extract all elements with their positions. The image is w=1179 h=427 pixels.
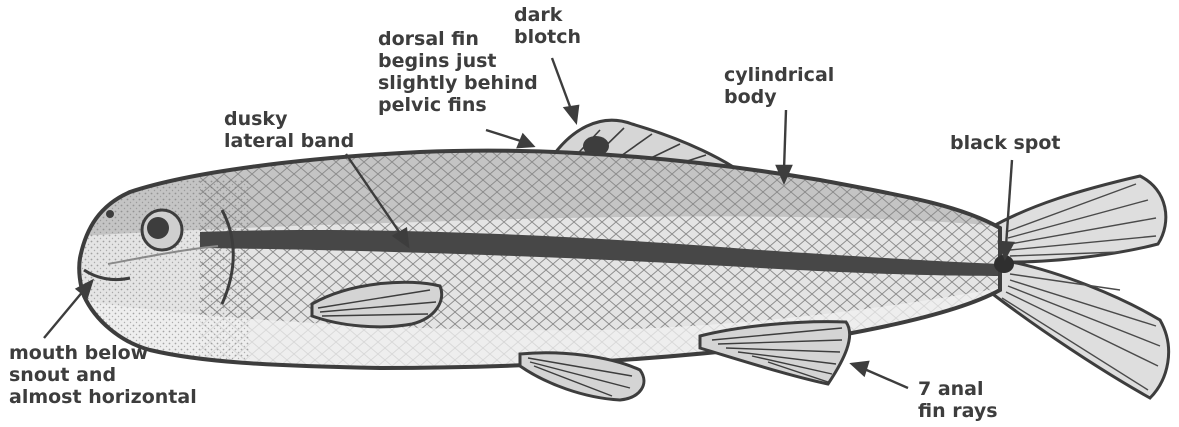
label-anal-fin-rays: 7 anal fin rays (918, 378, 998, 422)
label-mouth: mouth below snout and almost horizontal (9, 342, 197, 408)
fish-body (79, 150, 1020, 380)
caudal-fin (990, 176, 1169, 398)
nostril (106, 210, 114, 218)
label-dusky-lateral-band: dusky lateral band (224, 108, 354, 152)
anal-fin (700, 322, 850, 384)
label-cylindrical-body: cylindrical body (724, 64, 834, 108)
label-dorsal-fin: dorsal fin begins just slightly behind p… (378, 28, 538, 116)
label-black-spot: black spot (950, 132, 1061, 154)
